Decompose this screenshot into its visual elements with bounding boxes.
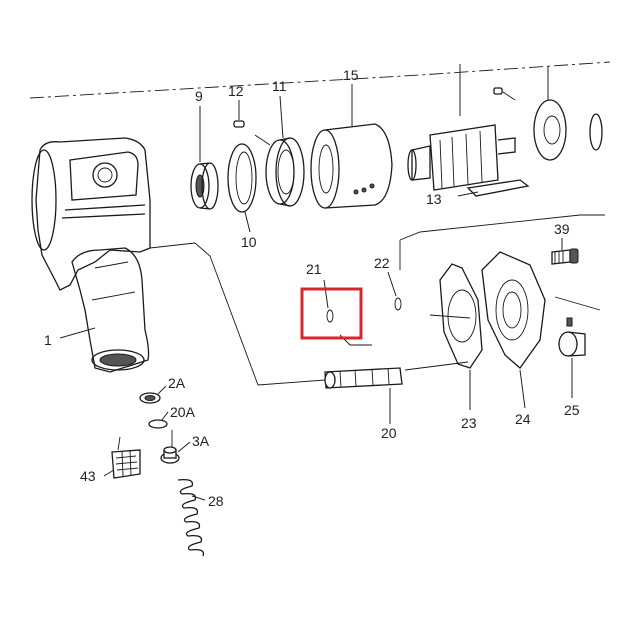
leader-lines — [59, 64, 573, 501]
label-part-1[interactable]: 1 — [44, 332, 52, 348]
label-part-39[interactable]: 39 — [554, 221, 570, 237]
part-9-bearing — [190, 162, 219, 210]
part-43-trigger — [111, 449, 141, 479]
part-23-gasket — [439, 263, 483, 369]
assembly-guide-lines — [29, 61, 611, 451]
label-part-12[interactable]: 12 — [228, 83, 244, 99]
highlight-box — [300, 287, 363, 340]
part-10-plate — [227, 143, 257, 213]
part-3a-valve — [160, 446, 180, 464]
part-20a-oring — [148, 419, 168, 429]
label-part-23[interactable]: 23 — [461, 415, 477, 431]
label-part-43[interactable]: 43 — [80, 468, 96, 484]
part-13-rotor — [407, 124, 530, 197]
label-part-25[interactable]: 25 — [564, 402, 580, 418]
part-1-housing — [31, 137, 151, 373]
part-2a-ring — [139, 392, 161, 404]
label-part-21[interactable]: 21 — [306, 261, 322, 277]
label-part-22[interactable]: 22 — [374, 255, 390, 271]
label-part-2a[interactable]: 2A — [168, 375, 186, 391]
label-part-15[interactable]: 15 — [343, 67, 359, 83]
label-part-28[interactable]: 28 — [208, 493, 224, 509]
label-part-13[interactable]: 13 — [426, 191, 442, 207]
label-part-20a[interactable]: 20A — [170, 404, 196, 420]
part-28-spring — [177, 478, 205, 557]
label-part-9[interactable]: 9 — [195, 88, 203, 104]
part-39-screw — [551, 248, 579, 265]
part-15-cylinder — [310, 123, 393, 209]
label-part-11[interactable]: 11 — [272, 78, 287, 94]
part-12-pin — [233, 120, 245, 128]
label-part-3a[interactable]: 3A — [192, 433, 210, 449]
label-part-24[interactable]: 24 — [515, 411, 531, 427]
part-25-anvil — [558, 317, 586, 357]
part-20-shaft — [324, 367, 403, 389]
part-22-ring — [394, 297, 402, 311]
rear-plate — [493, 87, 603, 161]
part-21-oring — [326, 309, 334, 323]
label-part-10[interactable]: 10 — [241, 234, 257, 250]
part-11-end-plate — [265, 137, 305, 207]
part-24-front-housing — [481, 251, 546, 369]
label-part-20[interactable]: 20 — [381, 425, 397, 441]
part-labels: 1 2A 20A 3A 43 28 9 10 12 11 13 15 20 21… — [44, 67, 580, 509]
